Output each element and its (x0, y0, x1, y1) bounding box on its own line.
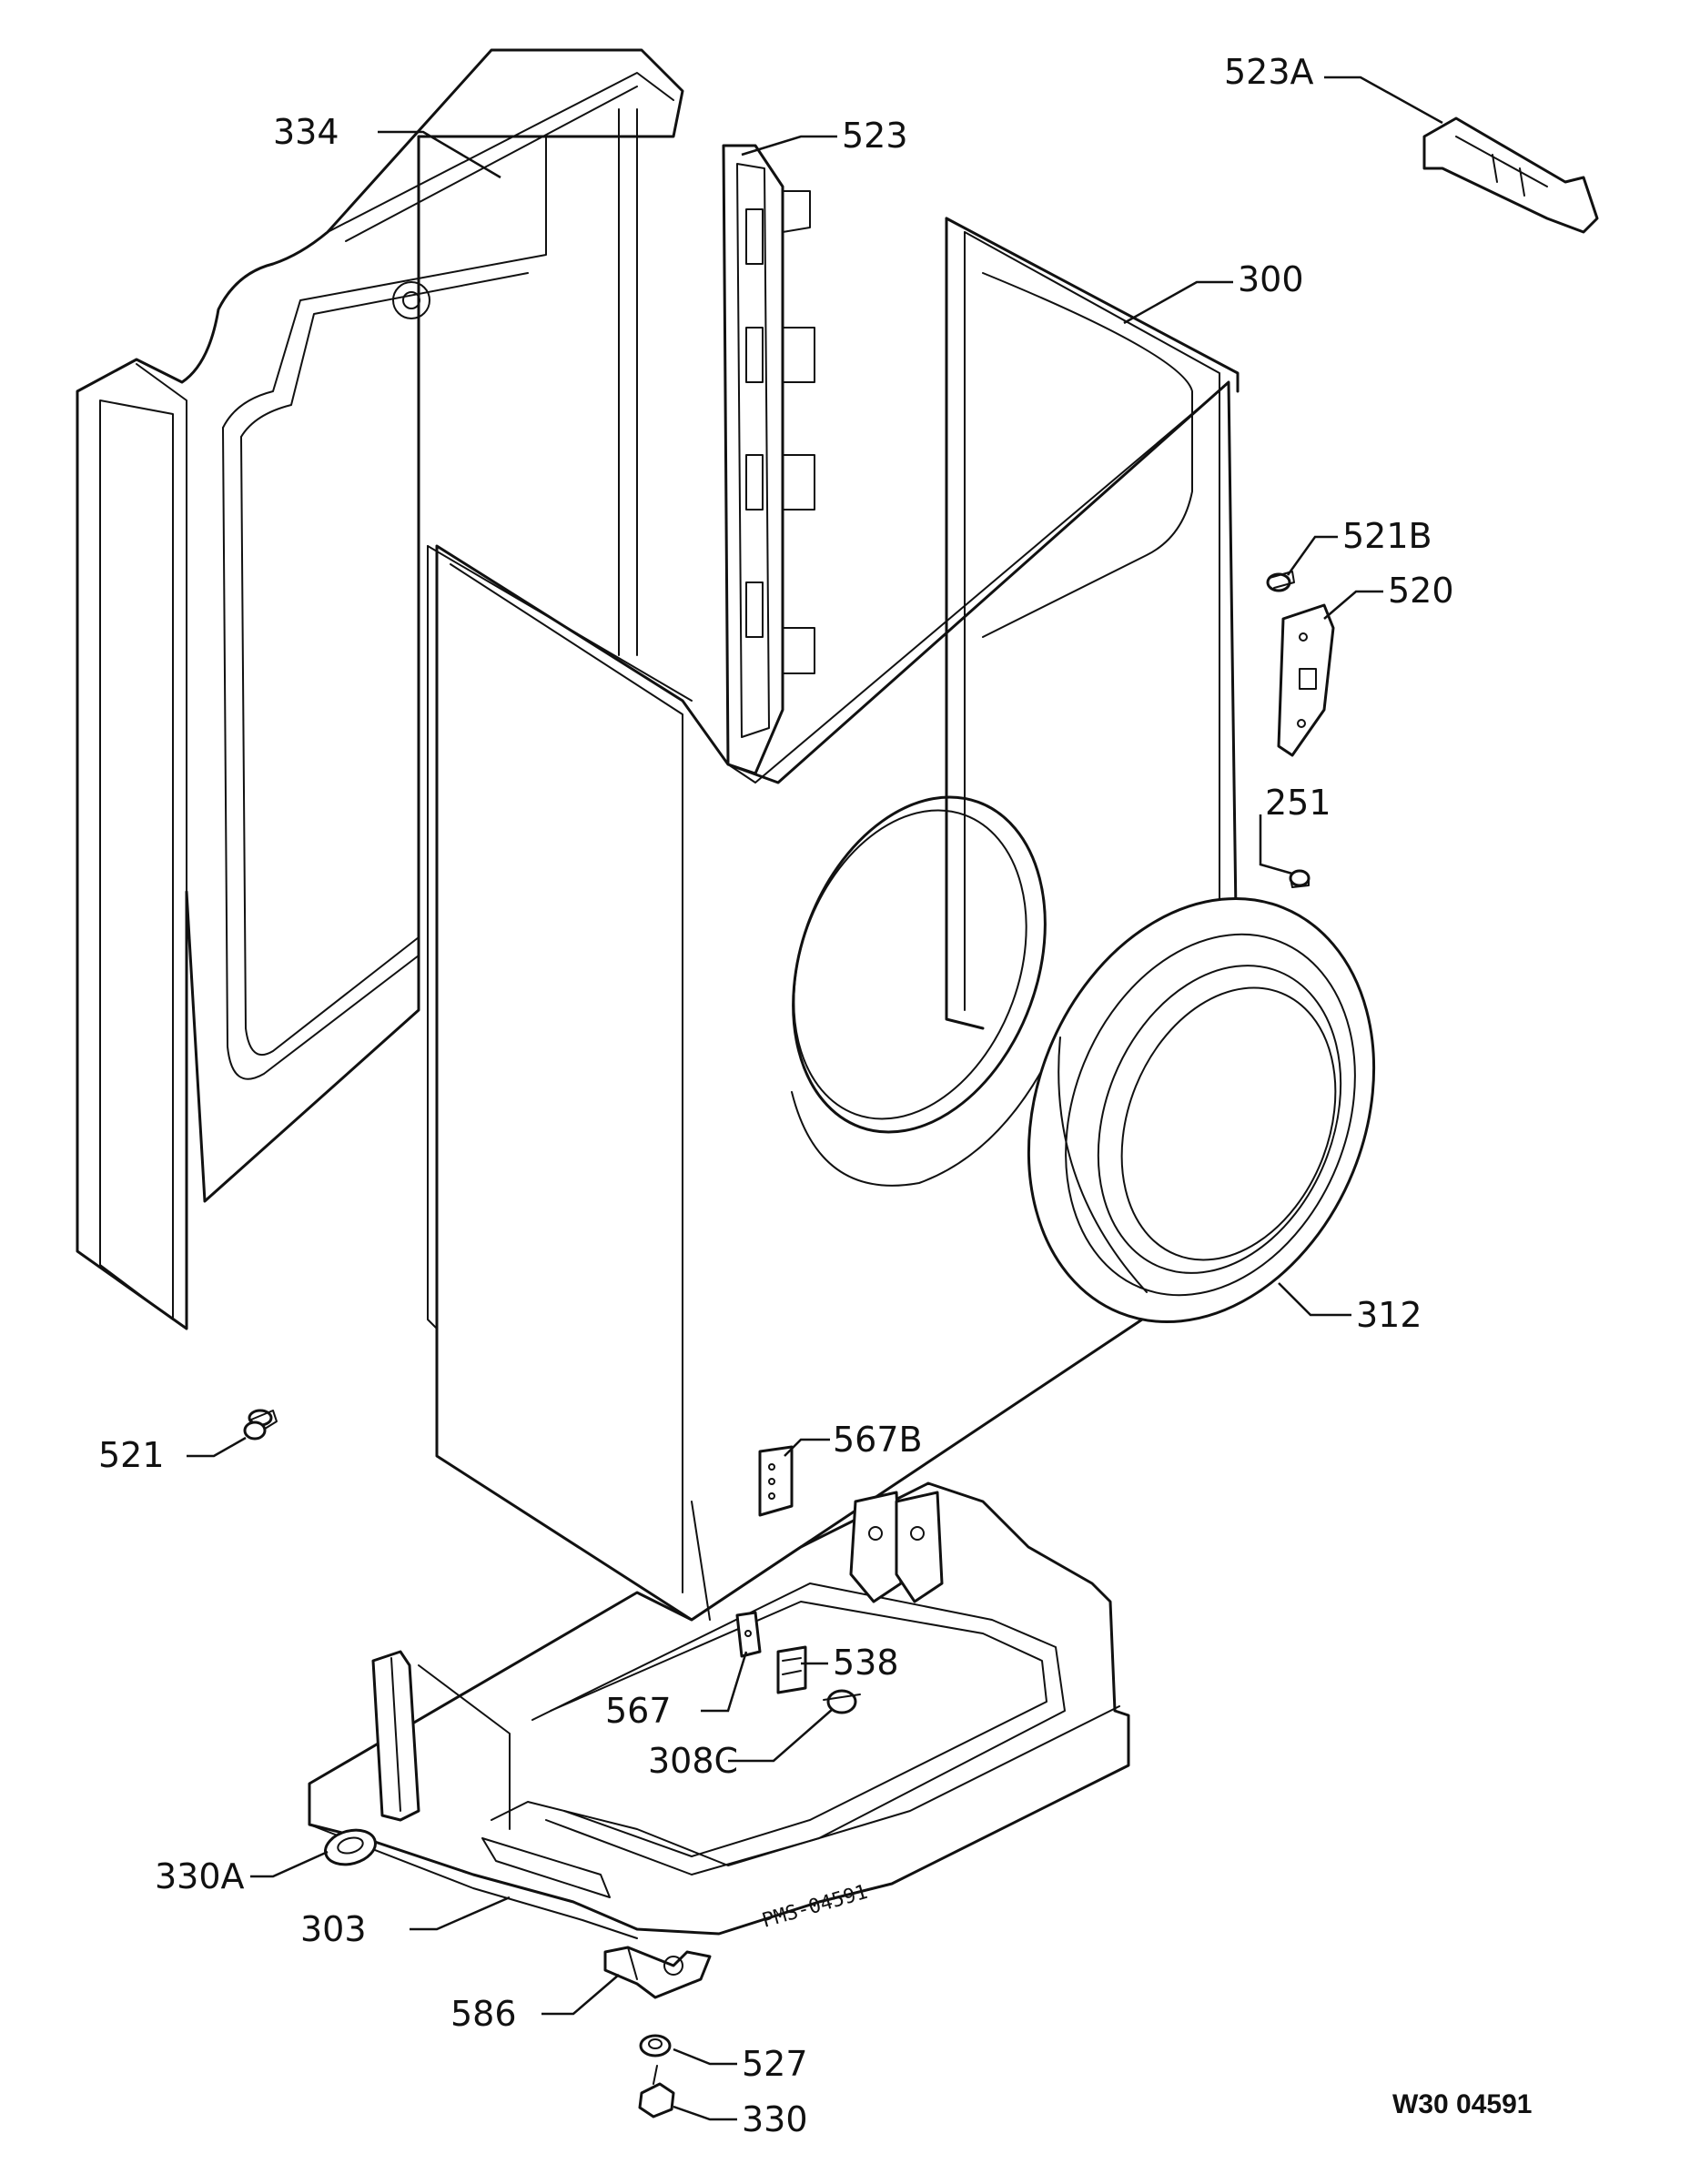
door-seal-312 (1027, 896, 1376, 1324)
document-id: W30 04591 (1392, 2089, 1532, 2119)
label-521B: 521B (1342, 516, 1432, 556)
grommet-251 (1289, 869, 1311, 888)
label-330A: 330A (155, 1856, 245, 1896)
hinge-523A (1422, 116, 1599, 234)
terminal-block-567B (758, 1445, 794, 1517)
label-538: 538 (833, 1643, 899, 1683)
label-521: 521 (98, 1435, 165, 1475)
label-334: 334 (273, 112, 339, 152)
cabinet-300 (427, 217, 1240, 1622)
hinge-bracket-523 (722, 144, 815, 775)
screw-521B (1266, 571, 1295, 592)
callout-labels: 523A 334 523 300 521B 520 251 312 521 56… (98, 52, 1454, 2139)
foot-bracket-586 (603, 1946, 712, 1999)
leader-lines (187, 76, 1443, 2121)
label-303: 303 (300, 1909, 367, 1949)
thermostat-308C (823, 1689, 861, 1714)
label-312: 312 (1356, 1295, 1422, 1335)
foot-330 (638, 2065, 675, 2118)
label-567: 567 (605, 1691, 672, 1731)
screw-521 (243, 1409, 278, 1441)
label-300: 300 (1238, 259, 1304, 299)
rear-panel-334 (76, 48, 684, 1330)
label-520: 520 (1388, 571, 1454, 611)
terminal-538 (776, 1645, 807, 1694)
label-330: 330 (742, 2099, 808, 2139)
bracket-567 (735, 1611, 762, 1658)
base-frame-303 (308, 1481, 1130, 1939)
label-523: 523 (842, 116, 908, 156)
label-308C: 308C (648, 1741, 738, 1781)
label-523A: 523A (1224, 52, 1314, 92)
label-527: 527 (742, 2044, 808, 2084)
lock-plate-520 (1277, 603, 1335, 757)
nut-527 (639, 2034, 672, 2058)
label-251: 251 (1265, 783, 1331, 823)
label-586: 586 (450, 1994, 517, 2034)
label-567B: 567B (833, 1420, 923, 1460)
